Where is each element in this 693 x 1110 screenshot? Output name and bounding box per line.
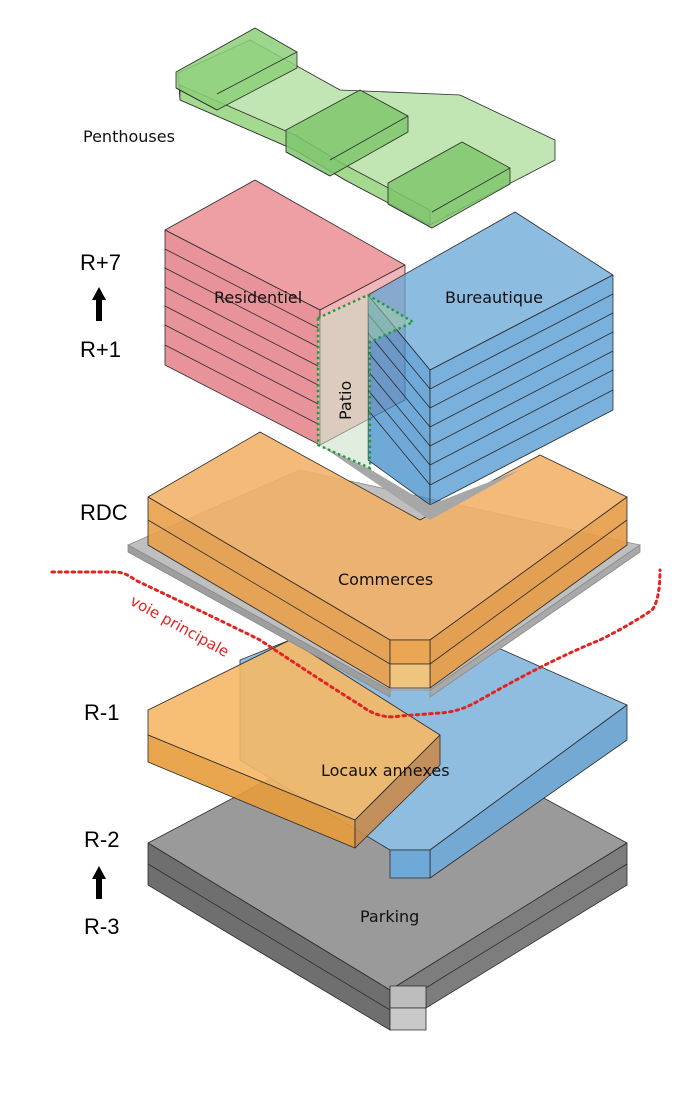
level-r-2-label: R-2 (84, 827, 119, 852)
office-block (367, 211, 614, 506)
level-r-3-label: R-3 (84, 914, 119, 939)
annex-label: Locaux annexes (321, 761, 450, 780)
level-r-1-label: R-1 (84, 700, 119, 725)
parking-label: Parking (360, 907, 419, 926)
penthouses-label: Penthouses (83, 127, 175, 146)
level-r1-label: R+1 (80, 337, 121, 362)
up-arrow-icon (92, 287, 106, 321)
up-arrow-icon (92, 866, 106, 899)
office-label: Bureautique (445, 288, 543, 307)
residential-label: Residentiel (214, 288, 302, 307)
r1-annex-slab (147, 639, 441, 849)
level-rdc-label: RDC (80, 500, 128, 525)
rdc-commerce-block (147, 431, 628, 689)
patio-void (316, 293, 520, 520)
penthouse-block (175, 27, 556, 229)
level-r7-label: R+7 (80, 250, 121, 275)
patio-label: Patio (336, 381, 355, 420)
commerces-label: Commerces (338, 570, 433, 589)
